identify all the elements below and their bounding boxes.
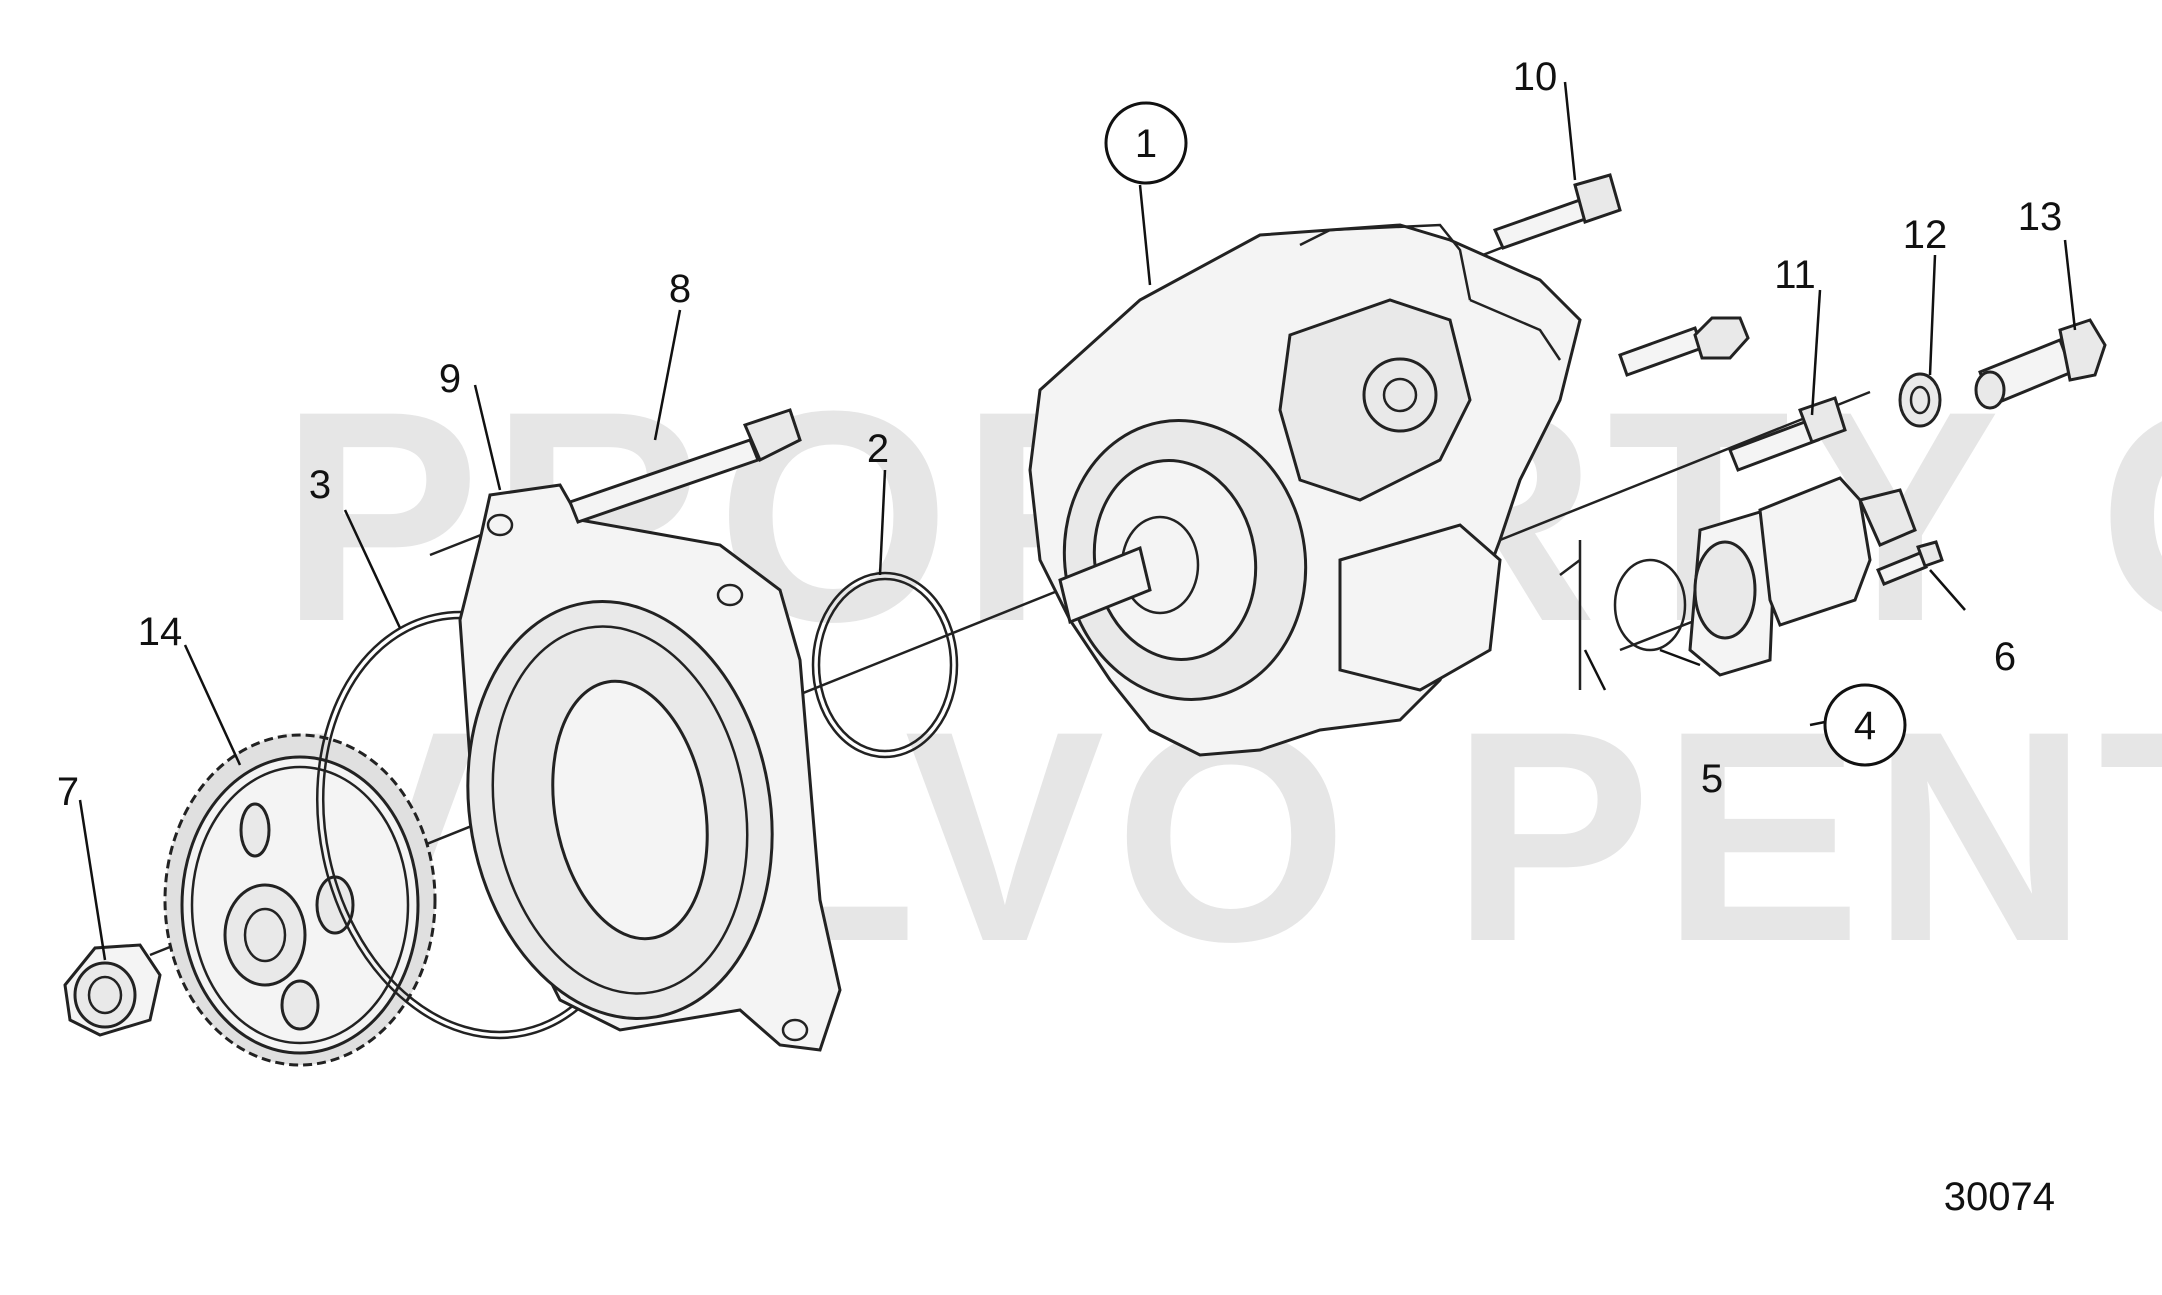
long-bolt-part-8 [568,408,802,524]
callout-8: 8 [669,267,691,311]
callout-6: 6 [1994,635,2016,679]
callout-14: 14 [138,610,183,654]
small-screw-part-6 [1876,540,1944,586]
callout-12: 12 [1903,213,1948,257]
callout-9: 9 [439,357,461,401]
fuel-pump-part-1 [1028,223,1582,757]
svg-text:1: 1 [1135,122,1157,166]
callout-4: 4 [1823,683,1907,767]
pump-housing-part-9 [458,483,842,1052]
bolt-part-10 [1492,173,1622,250]
small-o-ring-part-5 [1613,558,1687,652]
washer-part-12 [1898,372,1942,428]
hex-nut-part-7 [63,943,162,1037]
svg-text:4: 4 [1854,704,1876,748]
small-o-ring-part-2 [811,571,959,759]
bolt-part-11 [1618,316,1847,472]
reference-number: 30074 [1944,1175,2055,1219]
callout-5: 5 [1701,757,1723,801]
callouts: 1 2 3 4 5 6 7 8 9 10 11 12 13 14 [57,55,2062,814]
callout-2: 2 [867,427,889,471]
gear-part-14 [163,733,437,1067]
banjo-bolt-part-13 [1974,318,2107,410]
callout-11: 11 [1774,253,1816,297]
callout-3: 3 [309,463,331,507]
callout-13: 13 [2018,195,2063,239]
callout-7: 7 [57,770,79,814]
callout-1: 1 [1104,101,1188,185]
callout-10: 10 [1513,55,1558,99]
valve-part-4 [1688,476,1917,677]
